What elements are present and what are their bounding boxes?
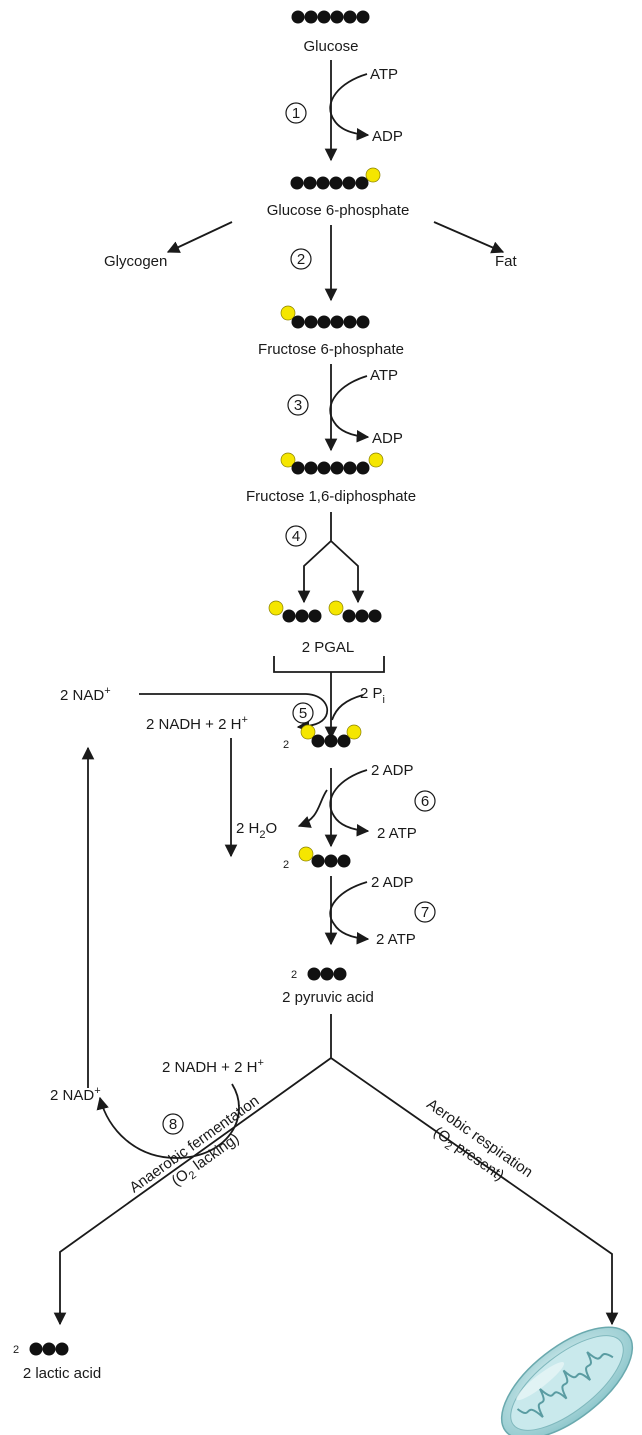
step-5-marker: 5 <box>292 702 314 724</box>
step-4-marker: 4 <box>285 525 307 547</box>
step-4-number: 4 <box>292 528 300 545</box>
step8-nadh-label: 2 NADH + 2 H+ <box>162 1057 264 1076</box>
step-5-number: 5 <box>299 705 307 722</box>
branch-split-lines <box>59 1014 613 1322</box>
step-1-number: 1 <box>292 105 300 122</box>
step-8-marker: 8 <box>162 1113 184 1135</box>
step8-nad-label: 2 NAD+ <box>50 1085 101 1104</box>
step-2-marker: 2 <box>290 248 312 270</box>
step-7-marker: 7 <box>414 901 436 923</box>
step6-water-label: 2 H2O <box>236 820 277 841</box>
lactic-count: 2 <box>13 1344 19 1356</box>
step-3-number: 3 <box>294 397 302 414</box>
step5-nadh-label: 2 NADH + 2 H+ <box>146 714 248 733</box>
pgal-bracket <box>273 656 385 673</box>
phosphoglyceric-acid-molecule <box>298 846 351 868</box>
pyruvic-acid-label: 2 pyruvic acid <box>282 989 374 1006</box>
step6-adp-label: 2 ADP <box>371 762 414 779</box>
step6-adp-atp-curve <box>329 769 370 837</box>
fat-label: Fat <box>495 253 518 270</box>
dpg-count: 2 <box>283 739 289 751</box>
fructose-1-6-diphosphate-label: Fructose 1,6-diphosphate <box>246 488 416 505</box>
fructose-1-6-diphosphate-molecule <box>280 452 384 475</box>
fructose-6-phosphate-label: Fructose 6-phosphate <box>258 341 404 358</box>
step1-atp-adp-curve <box>329 73 370 141</box>
step3-atp-label: ATP <box>370 367 398 384</box>
step7-adp-label: 2 ADP <box>371 874 414 891</box>
glucose-molecule <box>291 10 370 24</box>
glucose-6-phosphate-label: Glucose 6-phosphate <box>267 202 410 219</box>
step-6-marker: 6 <box>414 790 436 812</box>
step3-atp-adp-curve <box>329 375 370 443</box>
step8-regeneration-curve <box>96 1083 240 1159</box>
step5-nad-label: 2 NAD+ <box>60 685 111 704</box>
pgal-label: 2 PGAL <box>302 639 355 656</box>
step1-adp-label: ADP <box>372 128 403 145</box>
step7-atp-label: 2 ATP <box>376 931 416 948</box>
pgal-molecule-left <box>268 600 322 623</box>
step1-atp-label: ATP <box>370 66 398 83</box>
to-glycogen-arrow <box>166 221 233 253</box>
glucose-6-phosphate-molecule <box>290 167 381 190</box>
step7-adp-atp-curve <box>329 881 370 945</box>
diphosphoglyceric-acid-molecule <box>300 724 362 748</box>
step3-adp-label: ADP <box>372 430 403 447</box>
step-8-number: 8 <box>169 1116 177 1133</box>
glucose-label: Glucose <box>303 38 358 55</box>
step-2-number: 2 <box>297 251 305 268</box>
step5-pi-label: 2 Pi <box>360 685 385 706</box>
mitochondrion-icon <box>500 1326 634 1435</box>
step-7-number: 7 <box>421 904 429 921</box>
pyruvic-count: 2 <box>291 969 297 981</box>
aerobic-branch-label: Aerobic respiration (O2 present) <box>423 1096 535 1185</box>
pyruvic-acid-molecule <box>307 967 347 981</box>
glycogen-label: Glycogen <box>104 253 167 270</box>
to-fat-arrow <box>433 221 505 254</box>
step-6-number: 6 <box>421 793 429 810</box>
step6-water-curve <box>297 789 328 828</box>
step-3-marker: 3 <box>287 394 309 416</box>
step6-atp-label: 2 ATP <box>377 825 417 842</box>
step5-pi-curve <box>331 694 364 721</box>
fructose-6-phosphate-molecule <box>280 305 370 329</box>
pgal-molecule-right <box>328 600 382 623</box>
step-1-marker: 1 <box>285 102 307 124</box>
step4-split-lines <box>303 512 359 601</box>
pga-count: 2 <box>283 859 289 871</box>
lactic-acid-label: 2 lactic acid <box>23 1365 101 1382</box>
lactic-acid-molecule <box>29 1342 69 1356</box>
